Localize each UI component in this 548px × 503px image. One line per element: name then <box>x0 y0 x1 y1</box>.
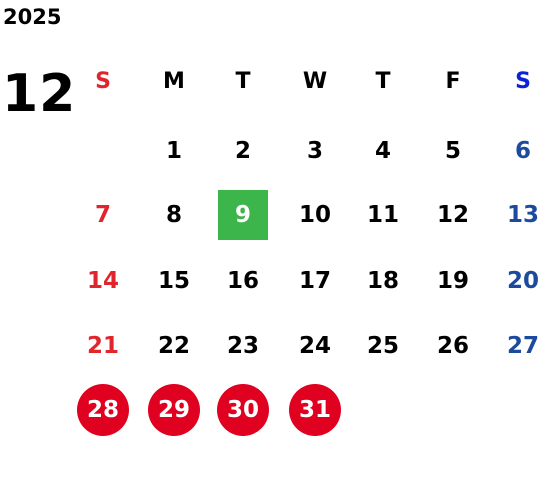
day-cell-11[interactable]: 11 <box>366 202 399 228</box>
day-cell-7[interactable]: 7 <box>94 202 111 228</box>
month-label: 12 <box>2 64 77 124</box>
day-cell-18[interactable]: 18 <box>366 268 399 294</box>
day-cell-2[interactable]: 2 <box>234 138 251 164</box>
day-cell-26[interactable]: 26 <box>436 333 469 359</box>
weekday-header-monday: M <box>163 68 185 94</box>
day-cell-1[interactable]: 1 <box>165 138 182 164</box>
weekday-header-sunday: S <box>95 68 111 94</box>
day-cell-5[interactable]: 5 <box>444 138 461 164</box>
day-cell-16[interactable]: 16 <box>226 268 259 294</box>
day-cell-20[interactable]: 20 <box>506 268 539 294</box>
day-cell-12[interactable]: 12 <box>436 202 469 228</box>
day-cell-13[interactable]: 13 <box>506 202 539 228</box>
year-label: 2025 <box>3 5 62 29</box>
weekday-header-wednesday: W <box>302 68 328 94</box>
day-cell-31[interactable]: 31 <box>289 384 341 436</box>
day-cell-14[interactable]: 14 <box>86 268 119 294</box>
weekday-header-friday: F <box>445 68 461 94</box>
day-cell-17[interactable]: 17 <box>298 268 331 294</box>
weekday-header-thursday: T <box>375 68 391 94</box>
day-cell-22[interactable]: 22 <box>157 333 190 359</box>
weekday-header-tuesday: T <box>235 68 251 94</box>
day-cell-today[interactable]: 9 <box>218 190 268 240</box>
day-cell-4[interactable]: 4 <box>374 138 391 164</box>
day-cell-3[interactable]: 3 <box>306 138 323 164</box>
day-cell-6[interactable]: 6 <box>514 138 531 164</box>
day-cell-19[interactable]: 19 <box>436 268 469 294</box>
day-cell-10[interactable]: 10 <box>298 202 331 228</box>
day-cell-8[interactable]: 8 <box>165 202 182 228</box>
day-cell-23[interactable]: 23 <box>226 333 259 359</box>
day-cell-15[interactable]: 15 <box>157 268 190 294</box>
day-cell-24[interactable]: 24 <box>298 333 331 359</box>
day-cell-25[interactable]: 25 <box>366 333 399 359</box>
day-cell-29[interactable]: 29 <box>148 384 200 436</box>
day-cell-28[interactable]: 28 <box>77 384 129 436</box>
day-cell-21[interactable]: 21 <box>86 333 119 359</box>
weekday-header-saturday: S <box>515 68 531 94</box>
day-cell-27[interactable]: 27 <box>506 333 539 359</box>
day-cell-30[interactable]: 30 <box>217 384 269 436</box>
